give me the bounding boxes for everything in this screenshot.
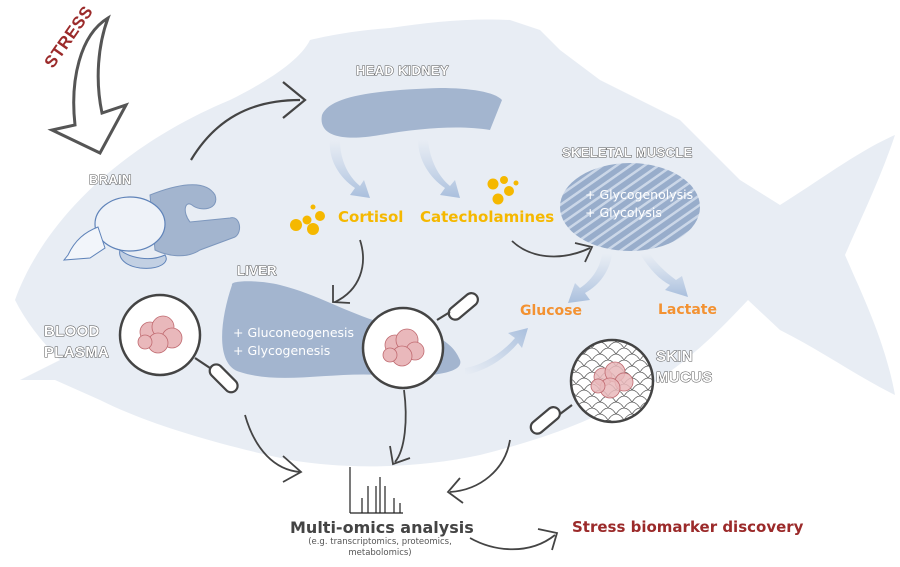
skin-mucus-label: SKIN MUCUS [656,346,713,388]
multiomics-subtitle-line1: (e.g. transcriptomics, proteomics, [308,537,452,547]
stress-biomarker-discovery-label: Stress biomarker discovery [572,518,804,536]
glycogenesis-label: + Glycogenesis [233,343,331,358]
muscle-processes: + Glycogenolysis + Glycolysis [585,186,693,222]
cortisol-label: Cortisol [338,208,404,226]
glycolysis-label: + Glycolysis [585,205,662,220]
skin-mucus-label-line2: MUCUS [656,369,713,387]
brain-illustration [62,184,241,269]
skeletal-muscle-organ [560,163,700,251]
blood-plasma-magnifier-icon [118,293,239,394]
spectrum-chart-icon [349,467,403,514]
blood-plasma-label-line2: PLASMA [43,344,110,362]
glycogenolysis-label: + Glycogenolysis [585,187,694,202]
liver-label: LIVER [237,263,277,279]
arrow-muscle-to-glucose [568,254,612,303]
arrow-cortisol-to-liver [332,239,364,304]
arrow-brain-to-kidney [190,81,307,161]
head-kidney-organ [321,88,502,138]
multiomics-block: Multi-omics analysis (e.g. transcriptomi… [290,518,474,559]
glucose-label: Glucose [520,303,583,319]
arrow-kidney-to-cortisol [329,140,370,198]
liver-processes: + Gluconeogenesis + Glycogenesis [233,324,354,360]
head-kidney-label: HEAD KIDNEY [356,63,450,79]
skin-mucus-magnifier-icon [529,338,655,435]
blood-plasma-label: BLOOD PLASMA [43,321,110,363]
cortisol-molecules-icon [290,204,325,235]
multiomics-subtitle-line2: metabolomics) [348,548,412,558]
protein-structure-icon [137,315,183,354]
arrow-kidney-to-catecholamines [418,140,460,198]
protein-structure-icon [382,328,425,367]
catecholamines-label: Catecholamines [420,208,555,226]
liver-magnifier-icon [361,292,479,390]
protein-structure-icon [590,361,634,399]
skin-mucus-label-line1: SKIN [656,348,694,366]
arrows-to-multiomics [244,389,559,551]
stress-arrow [47,14,130,155]
catecholamine-molecules-icon [487,176,519,205]
arrow-muscle-to-lactate [640,254,688,297]
multiomics-title: Multi-omics analysis [290,518,474,537]
arrow-liver-to-glucose [465,328,528,375]
gluconeogenesis-label: + Gluconeogenesis [233,325,355,340]
skeletal-muscle-label: SKELETAL MUSCLE [561,145,693,161]
brain-label: BRAIN [89,172,132,188]
lactate-label: Lactate [658,302,717,318]
arrow-catecholamines-to-muscle [511,240,594,263]
blood-plasma-label-line1: BLOOD [43,323,100,341]
